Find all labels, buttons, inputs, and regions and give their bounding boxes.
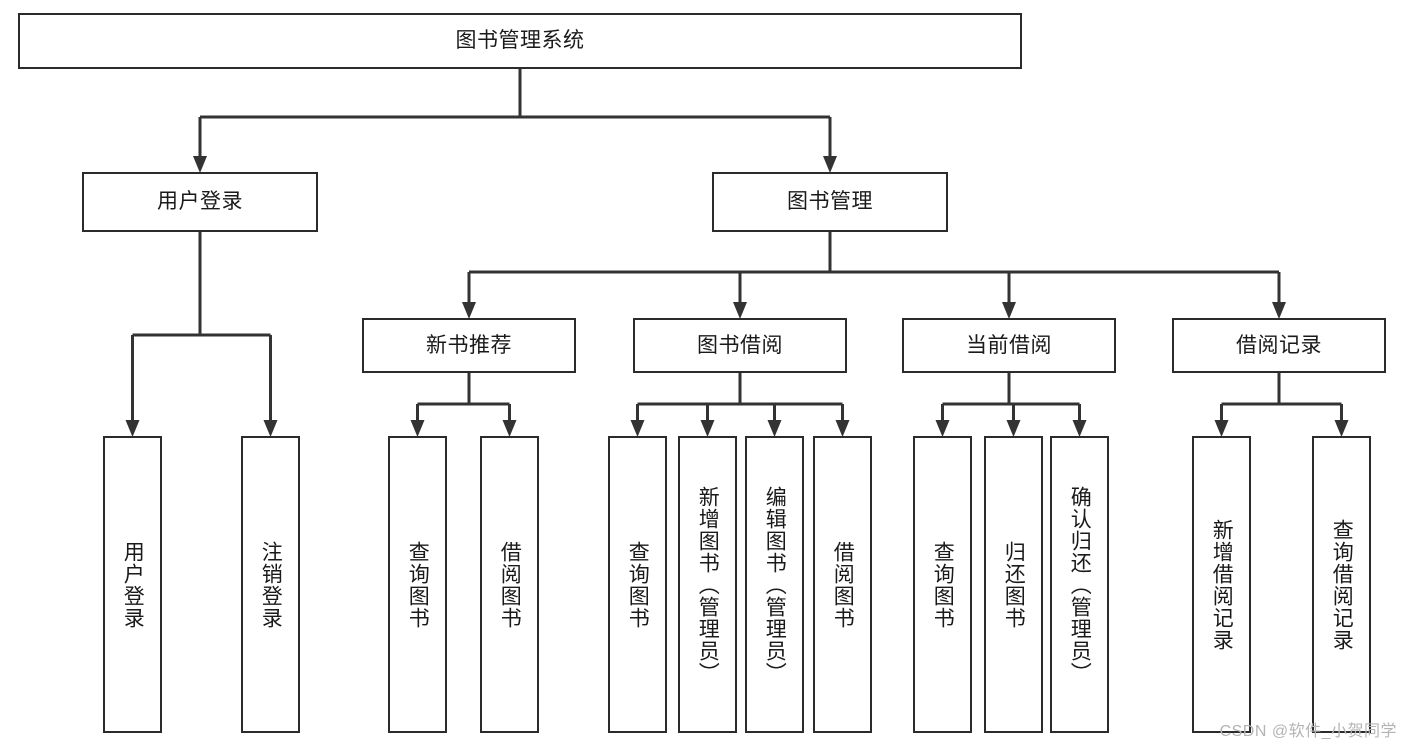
node-label: 借阅图书 xyxy=(498,540,522,629)
node-leaf-query-book-3[interactable]: 查询图书 xyxy=(913,436,972,733)
arrow-head-icon xyxy=(462,302,476,319)
arrow-head-icon xyxy=(1072,420,1087,437)
node-label: 图书借阅 xyxy=(697,333,783,357)
node-leaf-add-book[interactable]: 新增图书（管理员） xyxy=(678,436,737,733)
arrow-head-icon xyxy=(630,420,645,437)
node-leaf-user-logout[interactable]: 注销登录 xyxy=(241,436,300,733)
arrow-head-icon xyxy=(823,156,837,173)
node-label: 图书管理系统 xyxy=(455,29,585,53)
node-label: 新增借阅记录 xyxy=(1210,518,1234,651)
node-label: 当前借阅 xyxy=(966,333,1052,357)
node-label: 用户登录 xyxy=(157,190,243,214)
node-leaf-user-login[interactable]: 用户登录 xyxy=(103,436,162,733)
arrow-head-icon xyxy=(193,156,207,173)
node-label: 图书管理 xyxy=(787,190,873,214)
node-leaf-edit-book[interactable]: 编辑图书（管理员） xyxy=(745,436,804,733)
node-book-manage[interactable]: 图书管理 xyxy=(712,172,948,232)
connector-lines xyxy=(125,69,1349,437)
node-label: 查询借阅记录 xyxy=(1330,518,1354,651)
node-label: 编辑图书（管理员） xyxy=(763,485,787,684)
arrow-head-icon xyxy=(263,420,278,437)
node-label: 归还图书 xyxy=(1002,540,1026,629)
node-label: 查询图书 xyxy=(931,540,955,629)
arrow-head-icon xyxy=(125,420,140,437)
node-label: 查询图书 xyxy=(406,540,430,629)
node-label: 注销登录 xyxy=(259,540,283,629)
arrow-head-icon xyxy=(502,420,517,437)
node-leaf-borrow-book-2[interactable]: 借阅图书 xyxy=(813,436,872,733)
node-leaf-confirm-return[interactable]: 确认归还（管理员） xyxy=(1050,436,1109,733)
node-user-login[interactable]: 用户登录 xyxy=(82,172,318,232)
arrow-head-icon xyxy=(835,420,850,437)
node-leaf-add-borrow-record[interactable]: 新增借阅记录 xyxy=(1192,436,1251,733)
node-leaf-query-book-2[interactable]: 查询图书 xyxy=(608,436,667,733)
node-leaf-return-book[interactable]: 归还图书 xyxy=(984,436,1043,733)
node-book-borrow[interactable]: 图书借阅 xyxy=(633,318,847,373)
node-label: 借阅记录 xyxy=(1236,333,1322,357)
node-current-borrow[interactable]: 当前借阅 xyxy=(902,318,1116,373)
arrow-head-icon xyxy=(767,420,782,437)
node-label: 用户登录 xyxy=(121,540,145,629)
node-label: 借阅图书 xyxy=(831,540,855,629)
arrow-head-icon xyxy=(935,420,950,437)
node-label: 新书推荐 xyxy=(426,333,512,357)
arrow-head-icon xyxy=(1002,302,1016,319)
arrow-head-icon xyxy=(733,302,747,319)
arrow-head-icon xyxy=(1214,420,1229,437)
node-label: 新增图书（管理员） xyxy=(696,485,720,684)
arrow-head-icon xyxy=(1272,302,1286,319)
node-leaf-borrow-book-1[interactable]: 借阅图书 xyxy=(480,436,539,733)
node-label: 确认归还（管理员） xyxy=(1068,485,1092,684)
node-leaf-query-borrow-record[interactable]: 查询借阅记录 xyxy=(1312,436,1371,733)
arrow-head-icon xyxy=(1006,420,1021,437)
arrow-head-icon xyxy=(700,420,715,437)
node-root[interactable]: 图书管理系统 xyxy=(18,13,1022,69)
node-label: 查询图书 xyxy=(626,540,650,629)
arrow-head-icon xyxy=(410,420,425,437)
arrow-head-icon xyxy=(1334,420,1349,437)
node-borrow-record[interactable]: 借阅记录 xyxy=(1172,318,1386,373)
node-new-book-recommend[interactable]: 新书推荐 xyxy=(362,318,576,373)
node-leaf-query-book-1[interactable]: 查询图书 xyxy=(388,436,447,733)
